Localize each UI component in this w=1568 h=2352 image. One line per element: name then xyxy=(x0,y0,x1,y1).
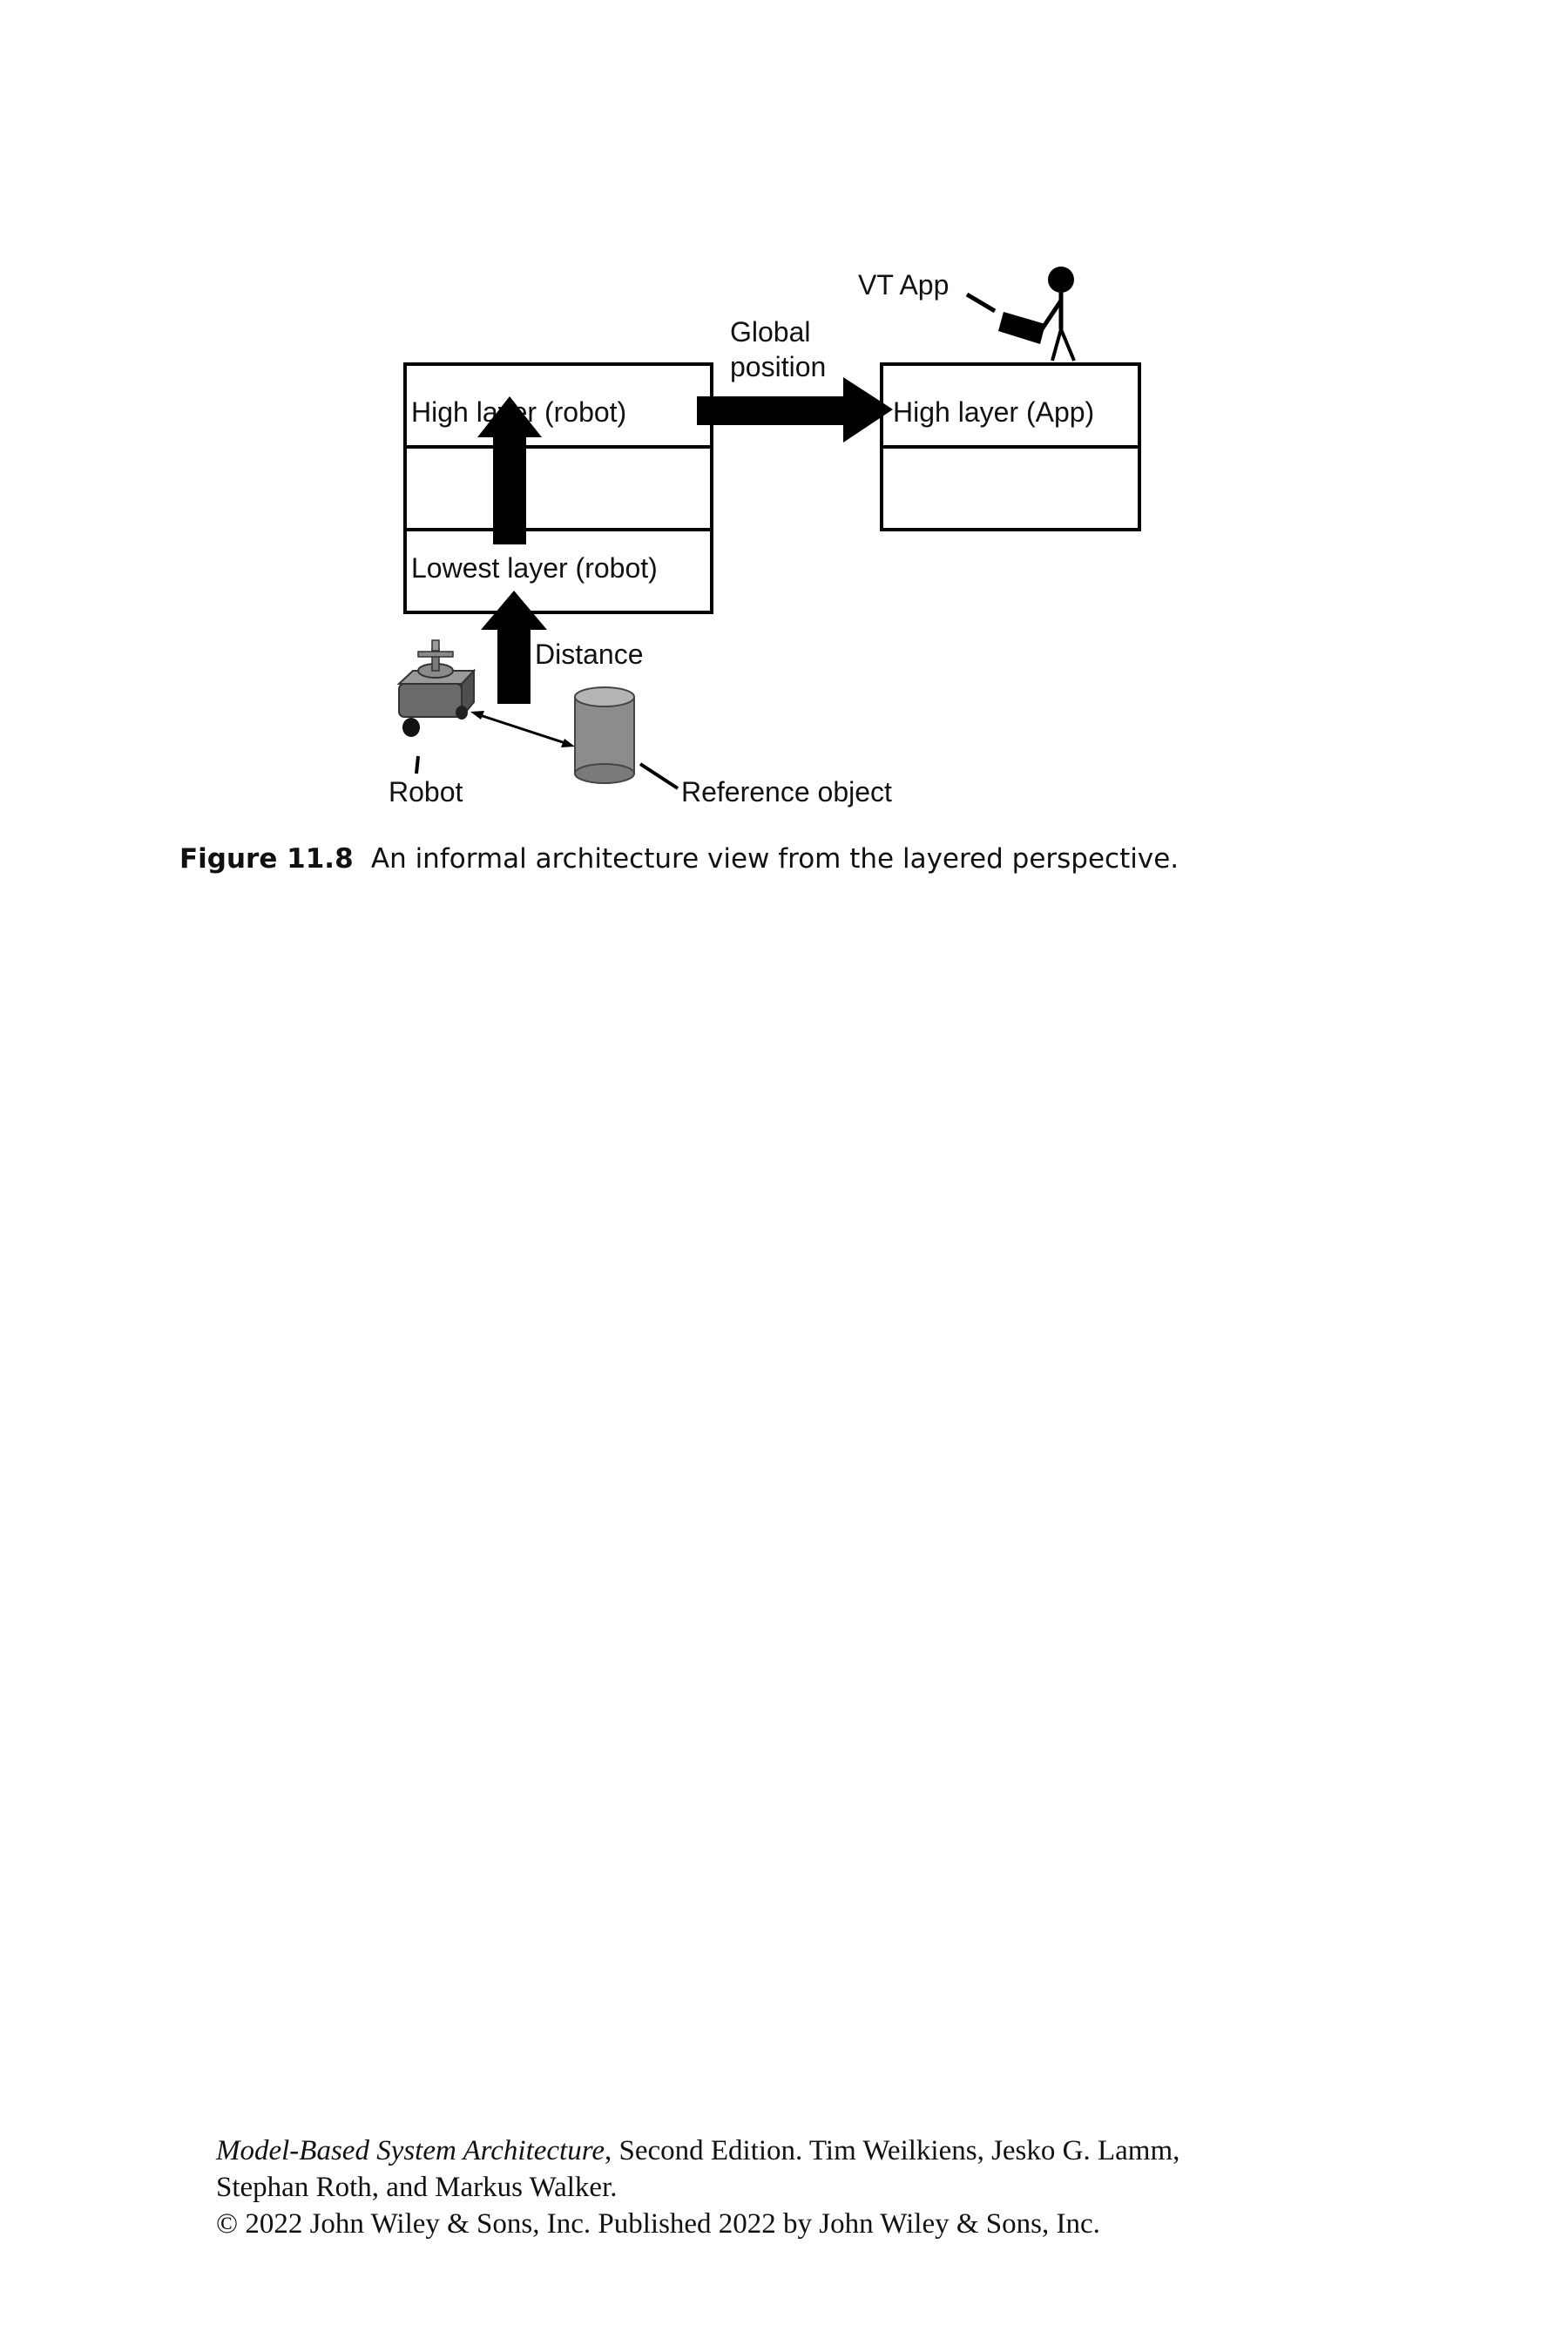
reference-object-label: Reference object xyxy=(681,776,892,808)
robot-label: Robot xyxy=(389,776,463,808)
robot-icon xyxy=(399,640,474,774)
figure-caption-text: An informal architecture view from the l… xyxy=(371,843,1179,875)
user-leg-left xyxy=(1052,329,1061,361)
book-title: Model-Based System Architecture xyxy=(216,2135,605,2166)
figure-label: Figure 11.8 xyxy=(179,843,362,875)
app-layer-stack: High layer (App) xyxy=(882,364,1139,530)
robot-lowest-layer-label: Lowest layer (robot) xyxy=(411,552,658,584)
distance-arrowhead-right xyxy=(561,739,575,747)
app-lower-layer-box xyxy=(882,447,1139,530)
reference-object-leader-line xyxy=(640,764,678,788)
layered-architecture-diagram: High layer (robot) Lowest layer (robot) … xyxy=(0,0,1568,854)
tablet-icon xyxy=(998,312,1045,344)
robot-middle-layer-box xyxy=(405,447,712,530)
distance-measurement-line xyxy=(477,714,568,744)
footer-line-1-rest: , Second Edition. Tim Weilkiens, Jesko G… xyxy=(605,2135,1179,2166)
copyright-footer: Model-Based System Architecture, Second … xyxy=(216,2132,1348,2242)
footer-line-3: © 2022 John Wiley & Sons, Inc. Published… xyxy=(216,2206,1348,2242)
user-leg-right xyxy=(1061,329,1074,361)
global-position-label-line2: position xyxy=(730,351,826,382)
robot-layer-stack: High layer (robot) Lowest layer (robot) xyxy=(405,364,712,612)
vt-app-label: VT App xyxy=(858,269,949,301)
global-position-label-line1: Global xyxy=(730,316,811,348)
vt-app-user-figure: VT App xyxy=(858,267,1074,361)
reference-object-cylinder xyxy=(575,687,634,783)
global-position-arrow xyxy=(697,377,893,443)
distance-arrowhead-left xyxy=(470,711,484,720)
user-head-icon xyxy=(1048,267,1074,293)
footer-line-1: Model-Based System Architecture, Second … xyxy=(216,2132,1348,2169)
figure-caption: Figure 11.8 An informal architecture vie… xyxy=(179,843,1399,875)
vt-app-leader-line xyxy=(967,294,995,311)
distance-label: Distance xyxy=(535,639,644,670)
app-high-layer-label: High layer (App) xyxy=(893,396,1094,428)
footer-line-2: Stephan Roth, and Markus Walker. xyxy=(216,2169,1348,2206)
